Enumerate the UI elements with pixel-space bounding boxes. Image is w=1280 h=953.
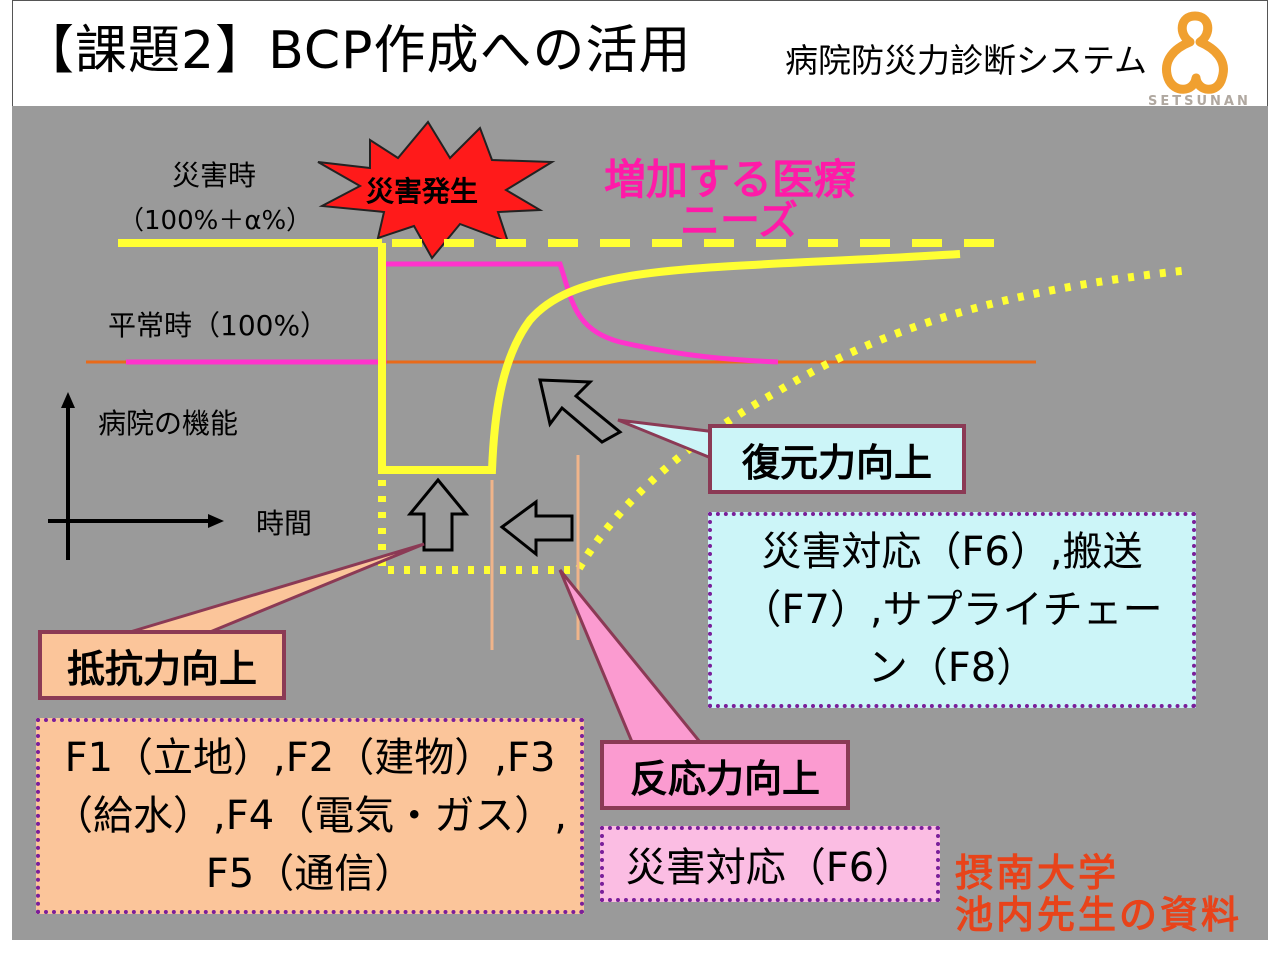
recovery-detail-line-1: 災害対応（F6）,搬送: [761, 529, 1143, 575]
medical-needs-curve: [126, 261, 779, 365]
logo-text: SETSUNAN: [1148, 94, 1251, 109]
credit-line-1: 摂南大学: [955, 851, 1120, 895]
recovery-callout: 復元力向上: [708, 424, 966, 494]
recovery-detail-box: 災害対応（F6）,搬送 （F7）,サプライチェー ン（F8）: [708, 512, 1196, 708]
resistance-up-arrow: [406, 477, 470, 552]
delayed-recovery-curve: [378, 266, 1191, 574]
medical-needs-label: 増加する医療: [604, 155, 857, 204]
credit-line-2: 池内先生の資料: [955, 893, 1243, 937]
recovery-detail-line-3: ン（F8）: [867, 645, 1037, 691]
y-axis-label: 病院の機能: [98, 407, 239, 440]
medical-needs-label-2: ニーズ: [680, 198, 798, 244]
response-left-arrow: [499, 499, 574, 558]
slide-subtitle: 病院防災力診断システム: [785, 41, 1148, 80]
y-axis-arrowhead: [61, 392, 75, 408]
resistance-detail-box: F1（立地）,F2（建物）,F3 （給水）,F4（電気・ガス）, F5（通信）: [36, 718, 584, 914]
recovery-upleft-arrow: [538, 378, 623, 444]
response-callout: 反応力向上: [600, 740, 850, 810]
burst-label: 災害発生: [366, 175, 479, 208]
slide-title: 【課題2】BCP作成への活用: [22, 21, 692, 81]
disaster-pct-label: （100%＋α%）: [118, 206, 313, 236]
resistance-detail-line-1: F1（立地）,F2（建物）,F3: [64, 735, 556, 781]
recovery-detail-line-2: （F7）,サプライチェー: [741, 587, 1163, 633]
resistance-detail-line-3: F5（通信）: [205, 851, 415, 897]
university-logo: [1162, 11, 1228, 94]
response-callout-pointer: [558, 569, 704, 744]
normal-time-label: 平常時（100%）: [108, 309, 329, 342]
recovery-callout-pointer: [617, 418, 718, 463]
x-axis-arrowhead: [208, 514, 224, 528]
resistance-callout-pointer: [129, 542, 425, 634]
disaster-time-label: 災害時: [172, 159, 257, 192]
response-detail-box: 災害対応（F6）: [600, 826, 940, 902]
hospital-function-curve: [378, 243, 961, 474]
credit-text: 摂南大学 池内先生の資料: [955, 852, 1242, 936]
resistance-callout: 抵抗力向上: [38, 630, 286, 700]
resistance-detail-line-2: （給水）,F4（電気・ガス）,: [53, 793, 567, 839]
x-axis-label: 時間: [256, 507, 313, 540]
